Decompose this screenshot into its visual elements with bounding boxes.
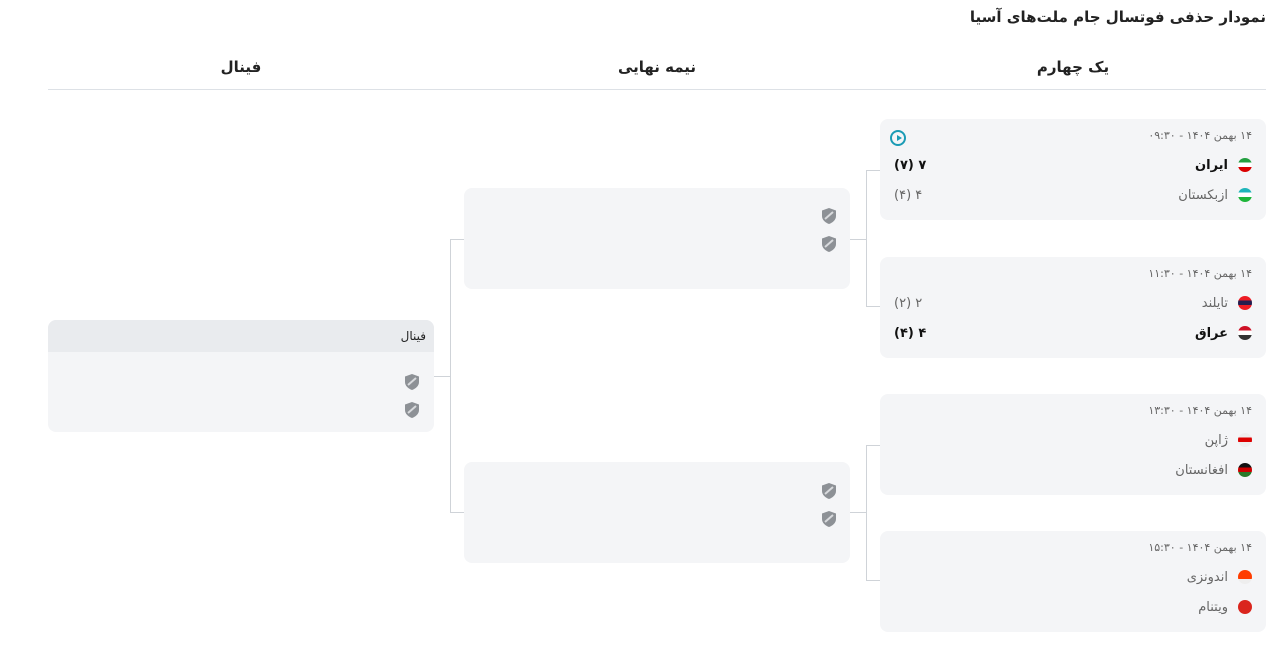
page-title: نمودار حذفی فوتسال جام ملت‌های آسیا (969, 8, 1266, 26)
bracket-connector (434, 376, 450, 377)
flag-icon (1238, 158, 1252, 172)
team-name: ایران (1195, 157, 1228, 173)
bracket-connector (450, 512, 464, 513)
team-score: ۲ (۲) (894, 295, 923, 311)
quarterfinal-match[interactable]: ۱۴ بهمن ۱۴۰۴ - ۱۵:۳۰ اندونزی ویتنام (880, 531, 1266, 632)
bracket-connector (866, 445, 867, 581)
bracket-connector (866, 170, 867, 307)
team-row: تایلند ۲ (۲) (894, 293, 1252, 313)
bracket-connector (850, 512, 866, 513)
play-icon[interactable] (890, 130, 906, 146)
flag-icon (1238, 600, 1252, 614)
team-row: ازبکستان ۴ (۴) (894, 185, 1252, 205)
shield-icon (822, 511, 836, 527)
bracket-connector (866, 580, 880, 581)
semifinal-match-1[interactable] (464, 188, 850, 289)
shield-icon (405, 374, 419, 390)
column-quarterfinal: یک چهارم (1036, 58, 1110, 76)
team-name: ازبکستان (1178, 187, 1228, 203)
quarterfinal-match[interactable]: ۱۴ بهمن ۱۴۰۴ - ۱۱:۳۰ تایلند ۲ (۲) عراق ۴… (880, 257, 1266, 358)
column-semifinal: نیمه نهایی (617, 58, 697, 76)
match-date: ۱۴ بهمن ۱۴۰۴ - ۱۳:۳۰ (1148, 404, 1252, 417)
flag-icon (1238, 463, 1252, 477)
semifinal-match-2[interactable] (464, 462, 850, 563)
bracket-connector (450, 239, 451, 513)
column-final: فینال (220, 58, 262, 76)
team-name: عراق (1194, 325, 1228, 341)
team-row: ویتنام (894, 597, 1252, 617)
flag-icon (1238, 326, 1252, 340)
quarterfinal-match[interactable]: ۱۴ بهمن ۱۴۰۴ - ۰۹:۳۰ ایران ۷ (۷) ازبکستا… (880, 119, 1266, 220)
team-score: ۴ (۴) (894, 187, 923, 203)
final-header: فینال (48, 320, 434, 352)
flag-icon (1238, 296, 1252, 310)
header-divider (48, 89, 1266, 90)
flag-icon (1238, 188, 1252, 202)
team-name: ژاپن (1204, 432, 1228, 448)
shield-icon (405, 402, 419, 418)
team-name: تایلند (1201, 295, 1228, 311)
flag-icon (1238, 433, 1252, 447)
match-date: ۱۴ بهمن ۱۴۰۴ - ۰۹:۳۰ (1148, 129, 1252, 142)
team-row: اندونزی (894, 567, 1252, 587)
bracket-connector (850, 239, 866, 240)
team-name: اندونزی (1186, 569, 1228, 585)
shield-icon (822, 483, 836, 499)
bracket-connector (866, 445, 880, 446)
shield-icon (822, 236, 836, 252)
shield-icon (822, 208, 836, 224)
team-score: ۴ (۴) (894, 325, 927, 341)
quarterfinal-match[interactable]: ۱۴ بهمن ۱۴۰۴ - ۱۳:۳۰ ژاپن افغانستان (880, 394, 1266, 495)
team-row: افغانستان (894, 460, 1252, 480)
bracket-connector (866, 306, 880, 307)
team-name: ویتنام (1198, 599, 1228, 615)
team-row: ایران ۷ (۷) (894, 155, 1252, 175)
bracket-connector (866, 170, 880, 171)
team-row: ژاپن (894, 430, 1252, 450)
match-date: ۱۴ بهمن ۱۴۰۴ - ۱۱:۳۰ (1148, 267, 1252, 280)
match-date: ۱۴ بهمن ۱۴۰۴ - ۱۵:۳۰ (1148, 541, 1252, 554)
team-row: عراق ۴ (۴) (894, 323, 1252, 343)
flag-icon (1238, 570, 1252, 584)
team-score: ۷ (۷) (894, 157, 927, 173)
bracket-connector (450, 239, 464, 240)
team-name: افغانستان (1175, 462, 1228, 478)
final-match[interactable]: فینال (48, 320, 434, 432)
